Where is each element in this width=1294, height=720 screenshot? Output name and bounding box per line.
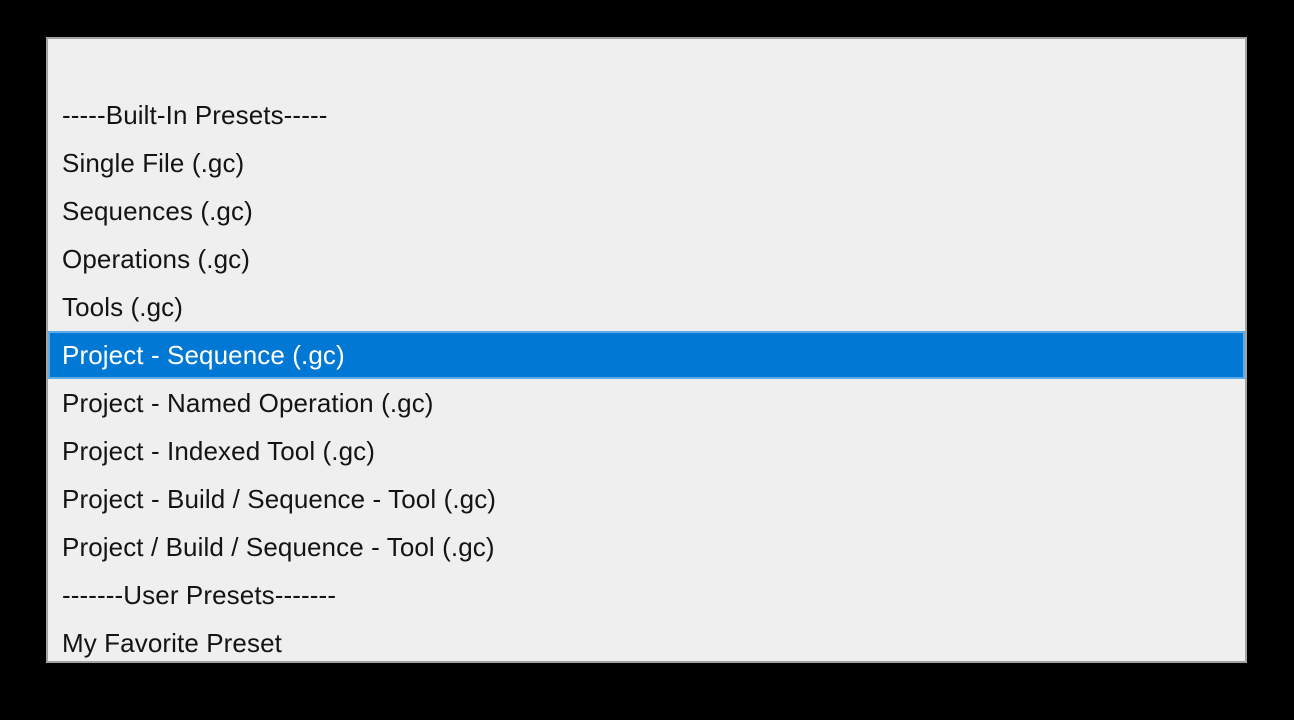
list-item-label: My Favorite Preset [62,628,282,658]
list-item-label: Tools (.gc) [62,292,184,322]
list-item-tools[interactable]: Tools (.gc) [48,283,1245,331]
list-item-my-favorite-preset[interactable]: My Favorite Preset [48,619,1245,661]
list-item-single-file[interactable]: Single File (.gc) [48,139,1245,187]
list-item-label: Project - Named Operation (.gc) [62,388,434,418]
preset-list[interactable]: -----Built-In Presets----- Single File (… [48,39,1245,661]
list-item-project-indexed-tool[interactable]: Project - Indexed Tool (.gc) [48,427,1245,475]
list-item-project-build-sequence-tool-dash[interactable]: Project - Build / Sequence - Tool (.gc) [48,475,1245,523]
list-item-label: Sequences (.gc) [62,196,253,226]
list-item-label: Project - Indexed Tool (.gc) [62,436,376,466]
list-item-label: Project / Build / Sequence - Tool (.gc) [62,532,495,562]
list-item-label: Project - Build / Sequence - Tool (.gc) [62,484,497,514]
list-item-separator-user-presets[interactable]: -------User Presets------- [48,571,1245,619]
list-item-label: Project - Sequence (.gc) [62,340,345,370]
list-item-project-sequence[interactable]: Project - Sequence (.gc) [48,331,1245,379]
list-item-sequences[interactable]: Sequences (.gc) [48,187,1245,235]
preset-list-panel: -----Built-In Presets----- Single File (… [46,37,1247,663]
list-item-label: Operations (.gc) [62,244,251,274]
list-item-label: Single File (.gc) [62,148,245,178]
list-item-project-build-sequence-tool-slash[interactable]: Project / Build / Sequence - Tool (.gc) [48,523,1245,571]
list-item-project-named-operation[interactable]: Project - Named Operation (.gc) [48,379,1245,427]
list-item-operations[interactable]: Operations (.gc) [48,235,1245,283]
list-item-separator-built-in[interactable]: -----Built-In Presets----- [48,91,1245,139]
list-item-label: -------User Presets------- [62,580,337,610]
list-item-label: -----Built-In Presets----- [62,100,328,130]
